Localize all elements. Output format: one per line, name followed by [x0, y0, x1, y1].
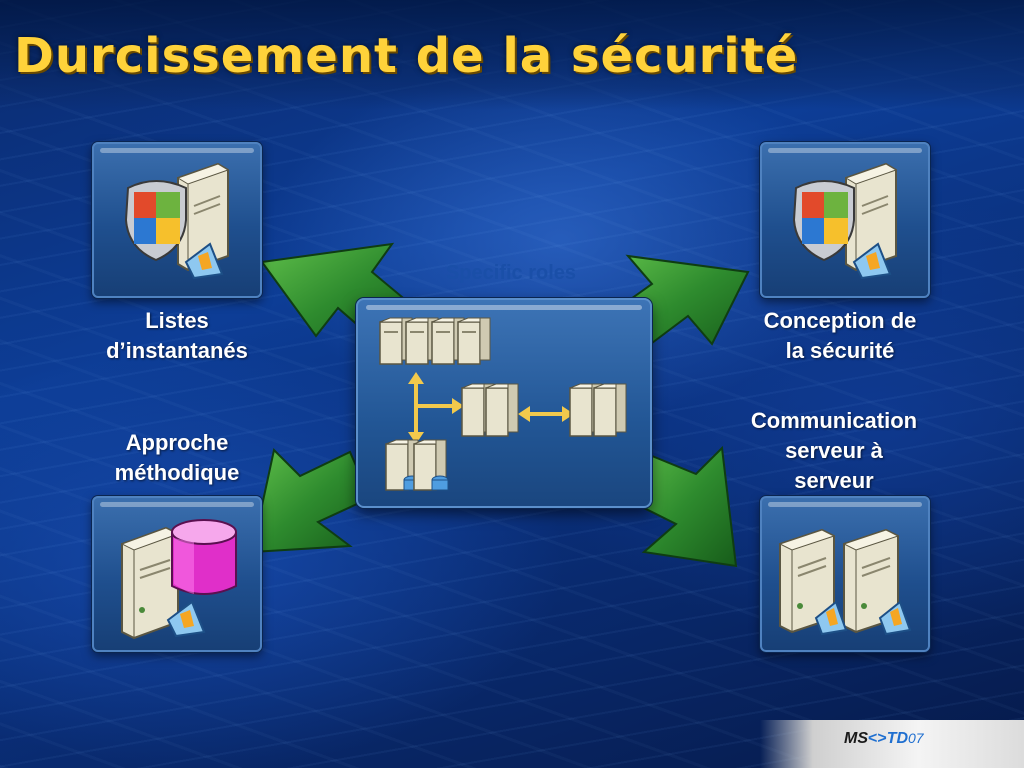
server-group-top [379, 317, 491, 365]
label-line: Communication [750, 408, 918, 433]
label-line: Listes [145, 308, 209, 333]
label-conception-securite: Conception de la sécurité [730, 306, 950, 366]
server-pair-middle [461, 383, 519, 437]
label-listes-instantanes: Listes d’instantanés [72, 306, 282, 366]
tile-top-right [760, 142, 930, 298]
label-line: la sécurité [785, 338, 895, 363]
slide-title: Durcissement de la sécurité [14, 28, 799, 84]
database-servers-bottom [385, 439, 449, 491]
label-line: Approche [125, 430, 229, 455]
label-line: serveur [794, 468, 874, 493]
tile-bottom-left [92, 496, 262, 652]
mstd-logo: MS<>TD07 [844, 730, 924, 748]
logo-year: 07 [908, 730, 924, 746]
logo-chevron-icon: <> [868, 730, 887, 747]
label-approche-methodique: Approche méthodique [72, 428, 282, 488]
label-line: Conception de [763, 308, 917, 333]
server-roles-diagram-icon [379, 317, 627, 491]
logo-td: TD [886, 730, 909, 747]
label-line: méthodique [114, 460, 240, 485]
tile-top-left [92, 142, 262, 298]
shield-server-icon [792, 162, 898, 280]
label-line: serveur à [785, 438, 883, 463]
server-pair-right [569, 383, 627, 437]
label-communication-serveur: Communication serveur à serveur [724, 406, 944, 496]
footer-band [760, 720, 1024, 768]
shield-server-icon [124, 162, 230, 280]
title-bar [0, 0, 1024, 110]
logo-ms: MS [844, 730, 868, 747]
center-caption: Specific roles [445, 262, 577, 284]
two-servers-icon [778, 528, 912, 636]
connector-arrows [408, 372, 574, 444]
label-line: d’instantanés [106, 338, 248, 363]
database-server-icon [120, 519, 237, 640]
center-panel [356, 298, 652, 508]
tile-bottom-right [760, 496, 930, 652]
